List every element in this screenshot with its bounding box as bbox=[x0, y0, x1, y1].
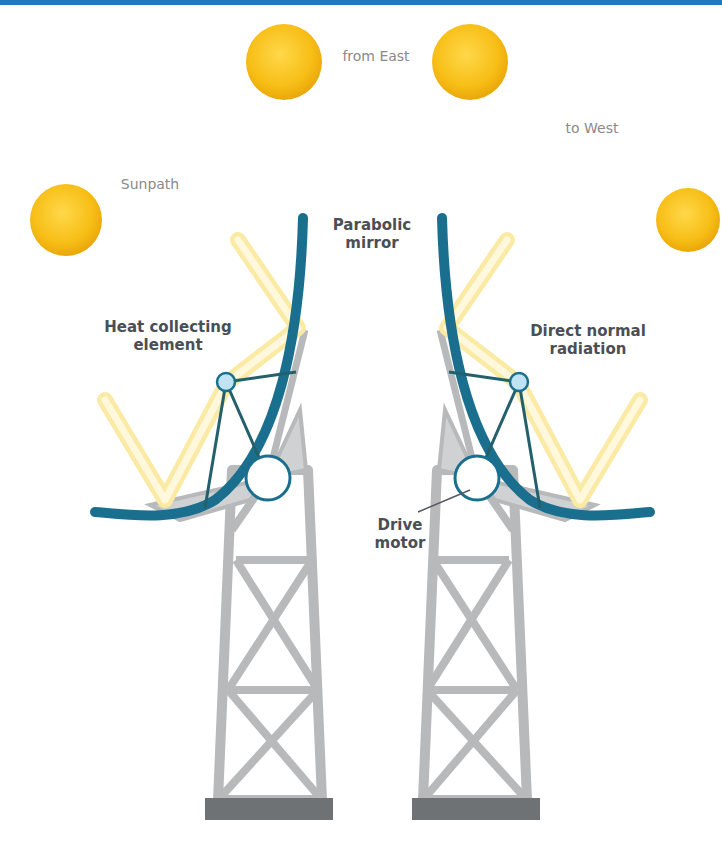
trough-collector bbox=[95, 218, 333, 820]
direction-label: from East bbox=[321, 48, 431, 65]
part-label: Parabolic mirror bbox=[326, 216, 418, 252]
part-label: Heat collecting element bbox=[93, 318, 243, 354]
part-label: Drive motor bbox=[360, 516, 440, 552]
part-label: Direct normal radiation bbox=[513, 322, 663, 358]
sun bbox=[656, 188, 720, 252]
top-bar bbox=[0, 0, 722, 5]
direction-label: to West bbox=[542, 120, 642, 137]
sunpath-label: Sunpath bbox=[95, 176, 205, 193]
leader-line bbox=[418, 490, 470, 512]
sun bbox=[30, 184, 102, 256]
trough-collector bbox=[412, 218, 650, 820]
sun bbox=[432, 24, 508, 100]
sun bbox=[246, 24, 322, 100]
